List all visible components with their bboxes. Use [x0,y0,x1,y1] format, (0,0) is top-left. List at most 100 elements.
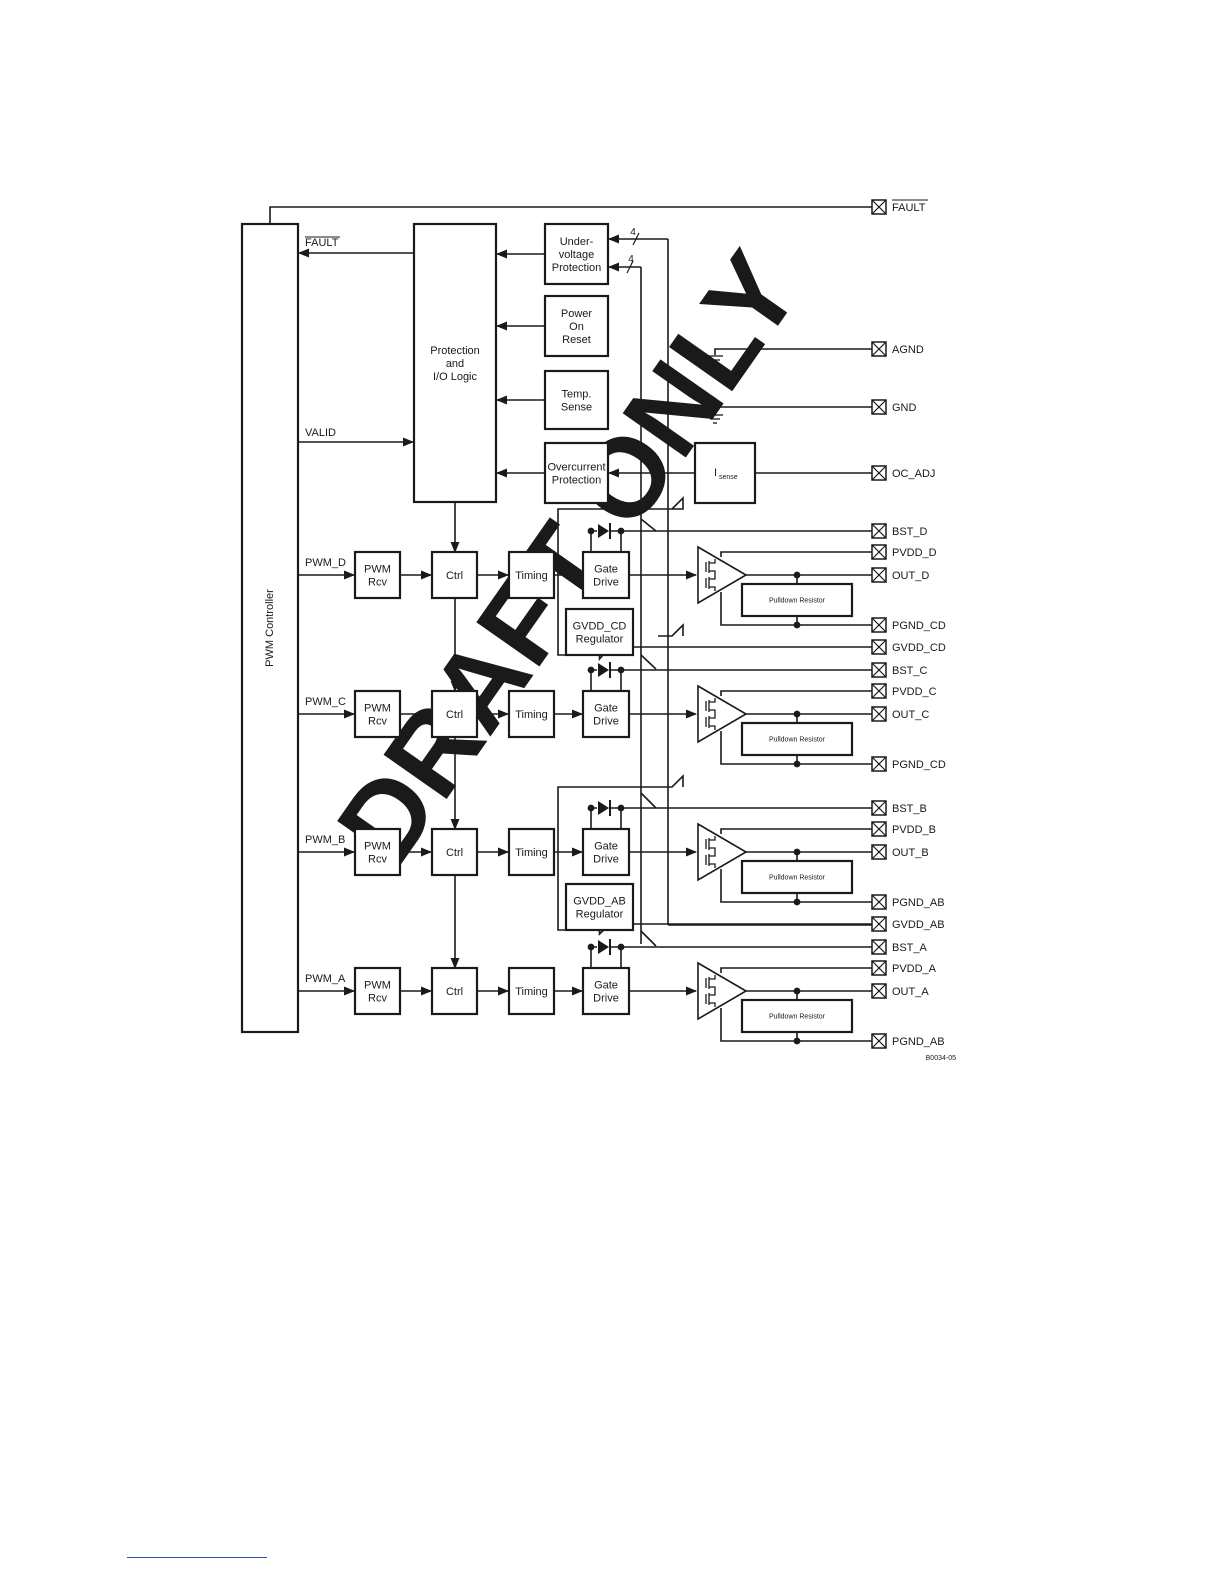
pwm-rcv-block-label: Rcv [368,576,387,588]
diode-icon [598,523,611,539]
gate-drive-block [581,550,631,600]
protection-source-block-2-label: Temp. [562,388,592,400]
bst-pin-label: BST_D [892,526,928,538]
pwm-rcv-block-label: Rcv [368,715,387,727]
pwm-controller-block [240,222,300,1034]
junction-dot [587,804,595,812]
pvdd-pin-label: PVDD_B [892,824,936,836]
pin-cross [871,821,887,837]
pin-cross [871,683,887,699]
protection-source-block-2-label: Sense [561,401,592,413]
protection-source-block-1-label: Reset [562,334,591,346]
pin-cross [871,960,887,976]
out-pin-label: OUT_C [892,709,929,721]
timing-block-label: Timing [515,847,548,859]
pin-cross [871,662,887,678]
pulldown-resistor-block [740,721,854,757]
pgnd-wire [720,731,872,765]
gvdd-regulator-block-0-label: Regulator [576,633,624,645]
timing-block [507,827,556,877]
pin-cross [871,800,887,816]
protection-source-block-0-label: Under- [560,236,594,248]
gvdd-regulator-block-1 [564,882,635,932]
pwm-rcv-block-label: PWM [364,702,391,714]
gate-drive-block [581,966,631,1016]
protection-logic-block-label: I/O Logic [433,371,478,383]
ctrl-block [430,550,479,600]
pwm-rcv-block-label: Rcv [368,853,387,865]
pin-cross [871,341,887,357]
pgnd-wire [720,592,872,626]
gvdd-pin-label: GVDD_AB [892,919,945,931]
protection-logic-block-label: Protection [430,345,480,357]
protection-source-block-0 [543,222,610,286]
pin-cross [871,756,887,772]
gate-drive-block [581,827,631,877]
wires [269,199,928,1045]
footer-rule [127,1557,267,1558]
ctrl-block [430,966,479,1016]
protection-source-block-0-label: Protection [552,262,602,274]
diode-icon [598,662,611,678]
pulldown-resistor-block-label: Pulldown Resistor [769,1013,826,1020]
gate-drive-block-label: Gate [594,702,618,714]
gvdd-regulator-block-1-label: GVDD_AB [573,895,626,907]
gnd-pin-label: GND [892,402,917,414]
gate-drive-block-label: Gate [594,979,618,991]
pin-cross [871,706,887,722]
pwm-input-label: PWM_C [305,696,346,708]
junction-dot [587,943,595,951]
junction-dot [587,527,595,535]
pin-cross [871,199,887,215]
ctrl-block [430,689,479,739]
pwm-rcv-block [353,550,402,600]
pgnd-pin-label: PGND_AB [892,1036,945,1048]
bus-tap [640,930,657,947]
isense-label: I [714,467,717,479]
pvdd-wire [720,967,872,973]
out-pin-label: OUT_D [892,570,929,582]
pulldown-resistor-block-label: Pulldown Resistor [769,736,826,743]
fault-pin-label: FAULT [892,202,926,214]
timing-block-label: Timing [515,570,548,582]
junction-dot [793,621,801,629]
pvdd-wire [720,690,872,696]
junction-dot [793,898,801,906]
bus-tap [640,654,657,670]
protection-logic-block [412,222,498,504]
gvdd-regulator-block-1-label: Regulator [576,908,624,920]
figure-id-label: B0034-05 [926,1055,956,1062]
protection-source-block-3-label: Protection [552,474,602,486]
pwm-rcv-block-label: PWM [364,840,391,852]
pin-cross [871,844,887,860]
pin-cross [871,894,887,910]
bst-supply-wire [557,786,591,931]
fault-signal-label: FAULT [305,237,339,249]
bus-slash [626,260,634,274]
protection-source-block-3-label: Overcurrent [547,461,605,473]
protection-source-block-1 [543,294,610,358]
pwm-rcv-block [353,827,402,877]
pin-cross [871,567,887,583]
pulldown-resistor-block [740,582,854,618]
bst-pin-label: BST_A [892,942,928,954]
ctrl-block [430,827,479,877]
pwm-rcv-block-label: PWM [364,563,391,575]
gvdd-pin-label: GVDD_CD [892,642,946,654]
ctrl-block-label: Ctrl [446,986,463,998]
pin-cross [871,916,887,932]
pwm-rcv-block [353,689,402,739]
output-driver-icon [697,961,748,1021]
pin-cross [871,983,887,999]
gate-drive-block-label: Drive [593,576,619,588]
pvdd-wire [720,551,872,557]
agnd-wire [714,348,872,355]
gvdd-regulator-block-0 [564,607,635,657]
pwm-input-label: PWM_D [305,557,346,569]
diode-icon [598,800,611,816]
pvdd-pin-label: PVDD_D [892,547,937,559]
pvdd-wire [720,828,872,834]
ctrl-block-label: Ctrl [446,570,463,582]
pin-cross [871,544,887,560]
